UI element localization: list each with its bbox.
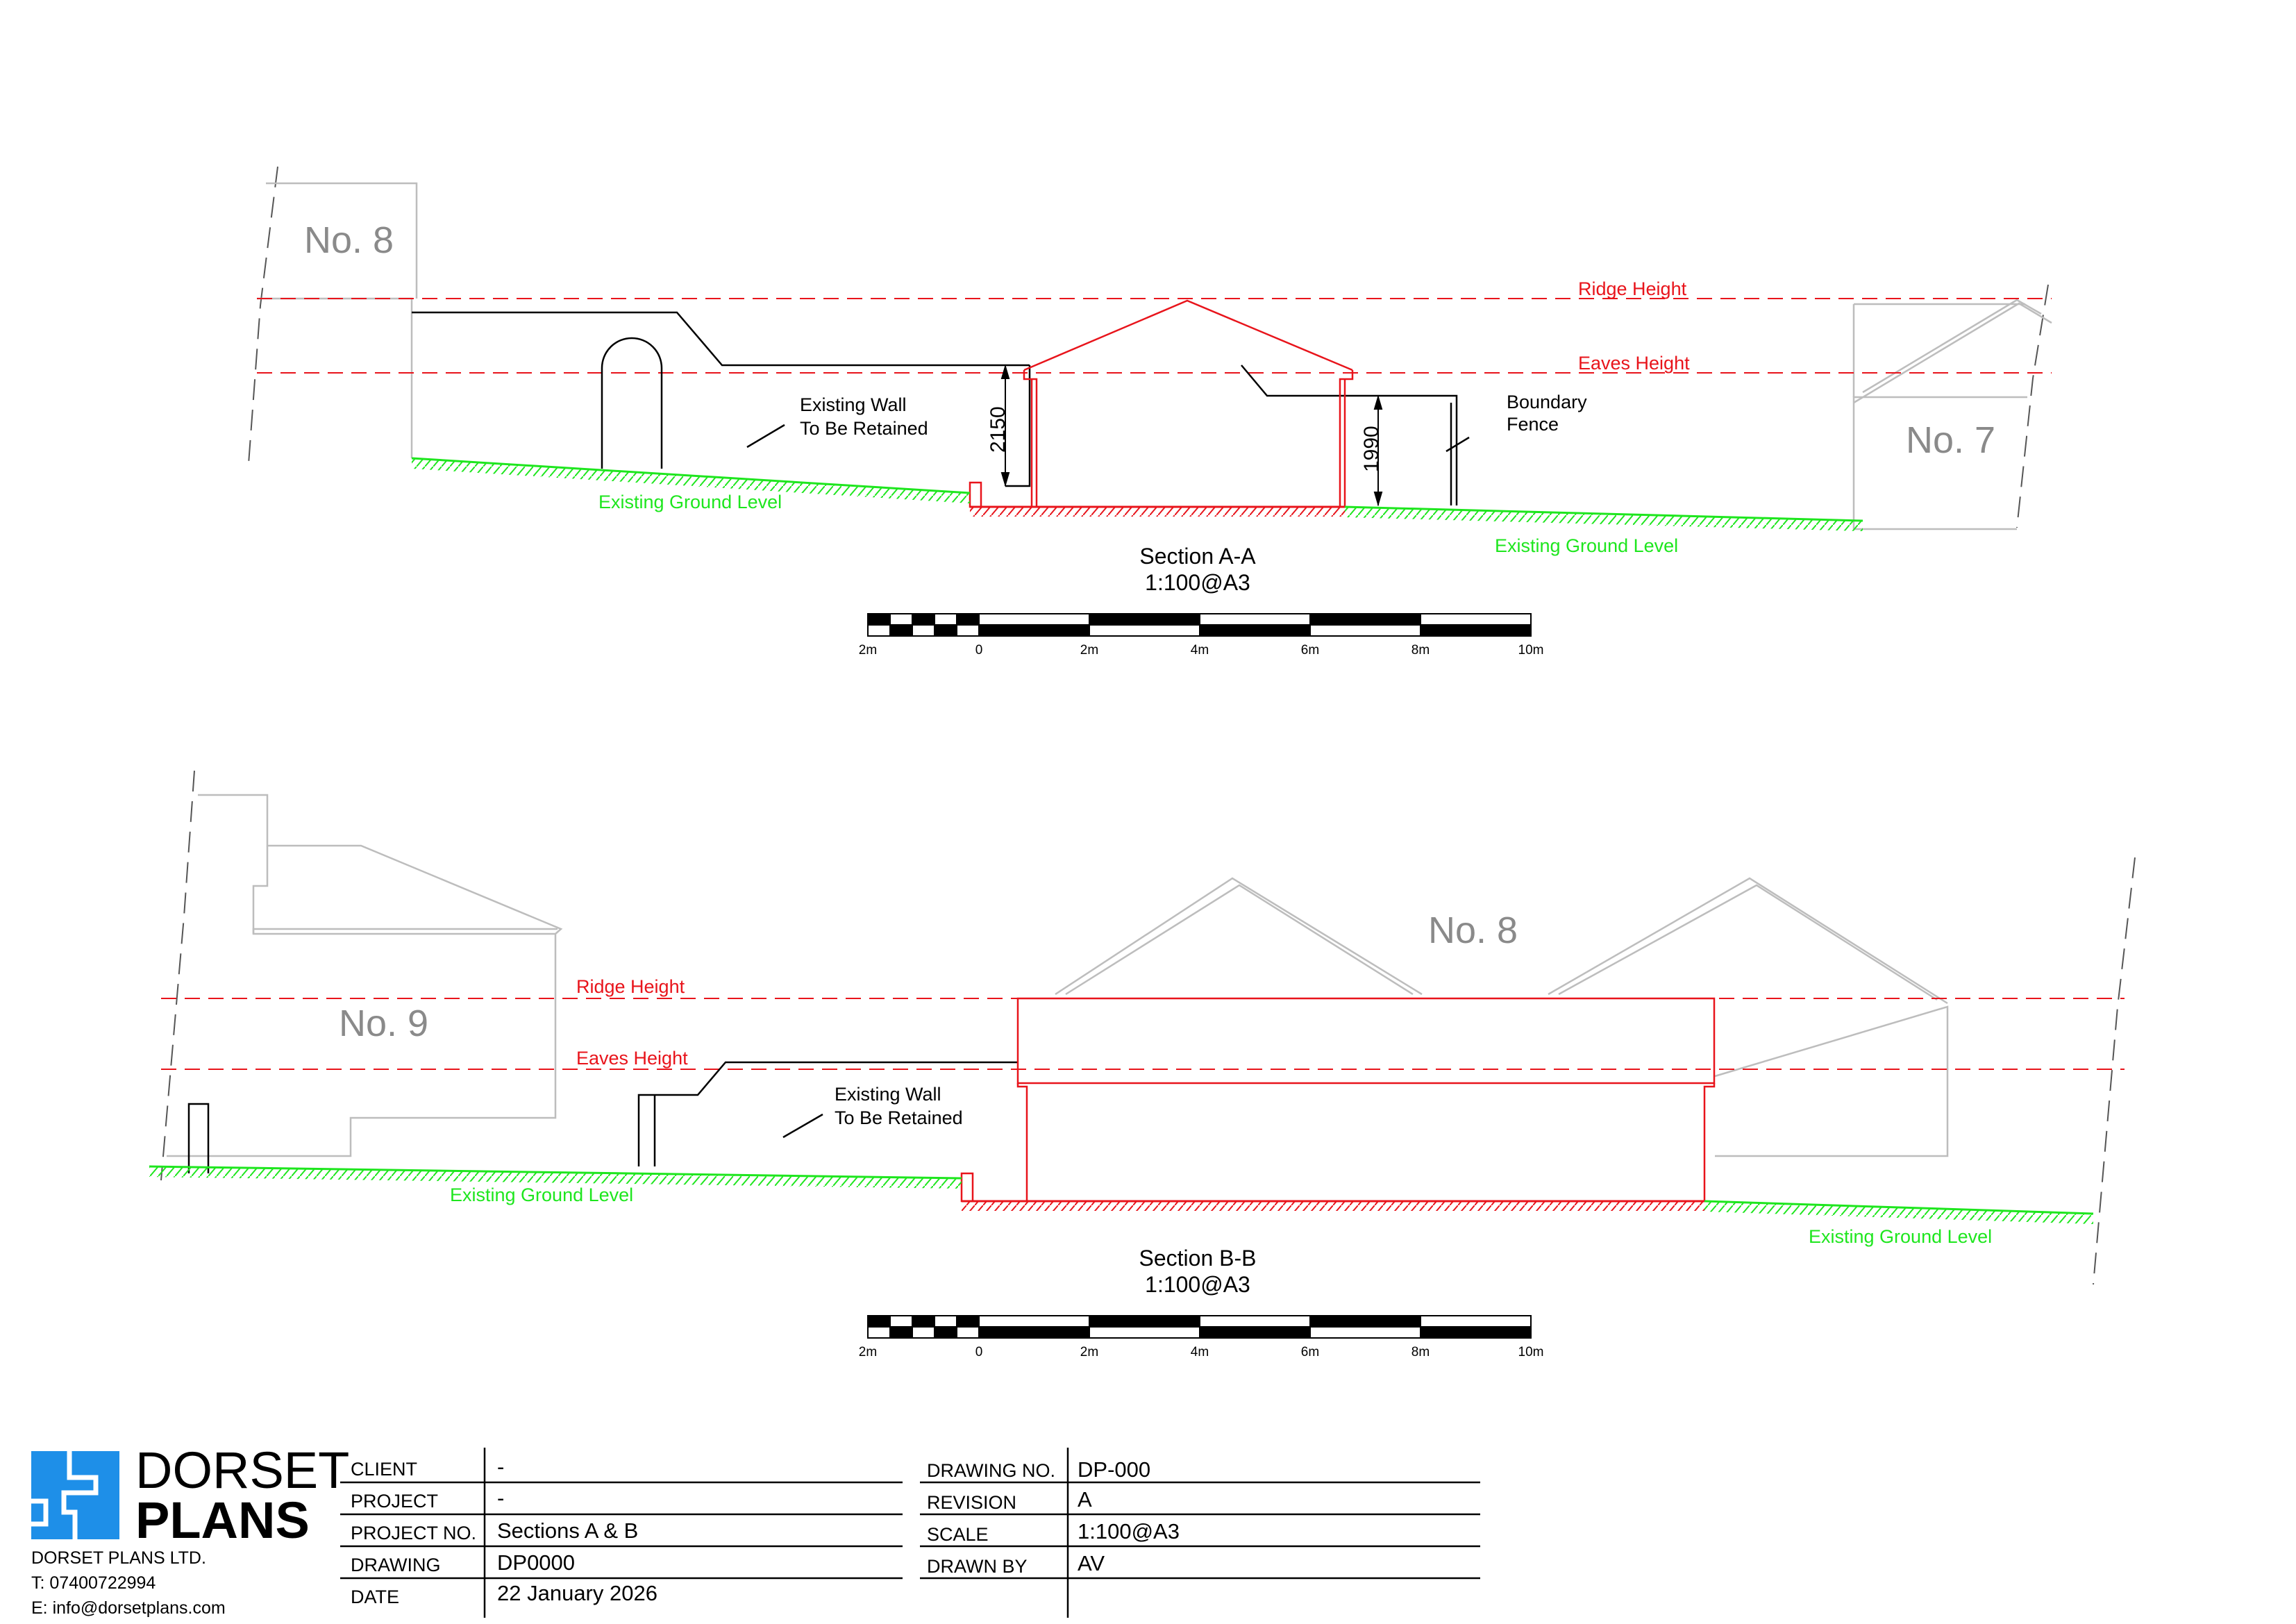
eaves-height-label-b: Eaves Height (576, 1048, 688, 1069)
scale-tick-a-4: 6m (1301, 643, 1319, 658)
tb-drawn-by-label: DRAWN BY (927, 1556, 1028, 1577)
dimension-lines-a (1000, 364, 1383, 507)
tb-scale-value: 1:100@A3 (1078, 1519, 1180, 1543)
ground-level-label-a1: Existing Ground Level (598, 492, 782, 512)
neighbour-label-no9: No. 9 (339, 1003, 428, 1044)
scale-tick-a-6: 10m (1518, 643, 1544, 658)
tb-project-no-value: Sections A & B (497, 1518, 638, 1543)
company-phone: T: 07400722994 (31, 1573, 156, 1593)
section-title-a: Section A-A (1139, 544, 1256, 569)
scale-tick-b-0: 2m (859, 1345, 877, 1359)
dimension-2150: 2150 (987, 406, 1009, 453)
dimension-1990: 1990 (1360, 426, 1383, 472)
tb-date-label: DATE (351, 1587, 399, 1607)
fence-note-line1: Boundary (1507, 392, 1587, 412)
logo: DORSET PLANS DORSET PLANS LTD. T: 074007… (31, 1441, 349, 1618)
title-block-left: CLIENT - PROJECT - PROJECT NO. Sections … (351, 1455, 657, 1607)
ground-level-label-b2: Existing Ground Level (1809, 1226, 1992, 1247)
section-a-a: No. 8 No. 7 Ridge Height Eaves Height Ex… (248, 166, 2052, 595)
wall-note-line1-b: Existing Wall (835, 1084, 941, 1105)
tb-project-no-label: PROJECT NO. (351, 1523, 476, 1543)
tb-revision-value: A (1078, 1487, 1092, 1512)
scale-tick-a-5: 8m (1411, 643, 1430, 658)
tb-drawing-no-label: DRAWING NO. (927, 1460, 1055, 1481)
tb-drawing-no-value: DP-000 (1078, 1457, 1150, 1482)
section-b-b: No. 9 No. 8 Ridge Height Eaves Height Ex… (149, 770, 2136, 1297)
scale-tick-b-5: 8m (1411, 1345, 1430, 1359)
neighbour-label-no7: No. 7 (1906, 419, 1995, 461)
neighbour-no7-outline (1852, 299, 2052, 530)
neighbour-label-no8-a: No. 8 (304, 219, 394, 261)
break-lines (248, 166, 2049, 528)
scale-tick-b-3: 4m (1191, 1345, 1209, 1359)
wall-note-line1-a: Existing Wall (800, 394, 907, 415)
tb-project-label: PROJECT (351, 1491, 438, 1512)
scale-tick-b-6: 10m (1518, 1345, 1544, 1359)
ground-level-label-a2: Existing Ground Level (1495, 535, 1678, 556)
break-lines-b (160, 770, 2136, 1285)
ground-line-b (149, 1165, 2094, 1224)
company-email: E: info@dorsetplans.com (31, 1598, 226, 1618)
ground-line-a (411, 457, 1863, 531)
scale-tick-b-4: 6m (1301, 1345, 1319, 1359)
tb-client-label: CLIENT (351, 1459, 417, 1480)
title-block-right: DRAWING NO. DP-000 REVISION A SCALE 1:10… (927, 1457, 1180, 1577)
wall-note-line2-b: To Be Retained (835, 1107, 963, 1128)
section-scale-a: 1:100@A3 (1145, 570, 1250, 595)
tb-project-value: - (497, 1486, 504, 1510)
ridge-height-label-a: Ridge Height (1578, 278, 1687, 299)
eaves-height-label-a: Eaves Height (1578, 353, 1690, 374)
proposed-building-a (969, 299, 1354, 508)
scale-tick-b-1: 0 (975, 1345, 983, 1359)
ridge-height-label-b: Ridge Height (576, 976, 685, 997)
tb-date-value: 22 January 2026 (497, 1581, 657, 1605)
tb-scale-label: SCALE (927, 1524, 989, 1545)
scale-tick-a-3: 4m (1191, 643, 1209, 658)
scale-tick-a-2: 2m (1080, 643, 1098, 658)
fence-note-line2: Fence (1507, 414, 1559, 435)
brand-line1: DORSET (135, 1441, 349, 1499)
tb-drawing-label: DRAWING (351, 1555, 441, 1575)
proposed-building-b (960, 997, 1716, 1203)
tb-drawn-by-value: AV (1078, 1551, 1105, 1575)
wall-note-line2-a: To Be Retained (800, 418, 928, 439)
company-name: DORSET PLANS LTD. (31, 1548, 206, 1568)
section-title-b: Section B-B (1139, 1246, 1257, 1271)
ground-level-label-b1: Existing Ground Level (450, 1184, 633, 1205)
section-scale-b: 1:100@A3 (1145, 1272, 1250, 1297)
scale-tick-a-0: 2m (859, 643, 877, 658)
brand-line2: PLANS (135, 1491, 310, 1549)
existing-wall-a (412, 311, 1470, 505)
scale-tick-b-2: 2m (1080, 1345, 1098, 1359)
neighbour-no8-roof-b (1055, 877, 1949, 1157)
tb-revision-label: REVISION (927, 1492, 1016, 1513)
existing-wall-b (187, 1061, 1018, 1173)
scale-bar-b: 2m 0 2m 4m 6m 8m 10m (859, 1315, 1544, 1359)
neighbour-label-no8-b: No. 8 (1428, 910, 1518, 951)
title-block-grid (340, 1448, 1480, 1618)
scale-bar-a: 2m 0 2m 4m 6m 8m 10m (859, 613, 1544, 658)
tb-drawing-value: DP0000 (497, 1550, 575, 1575)
tb-client-value: - (497, 1455, 504, 1479)
scale-tick-a-1: 0 (975, 643, 983, 658)
neighbour-no9-outline (167, 794, 563, 1157)
